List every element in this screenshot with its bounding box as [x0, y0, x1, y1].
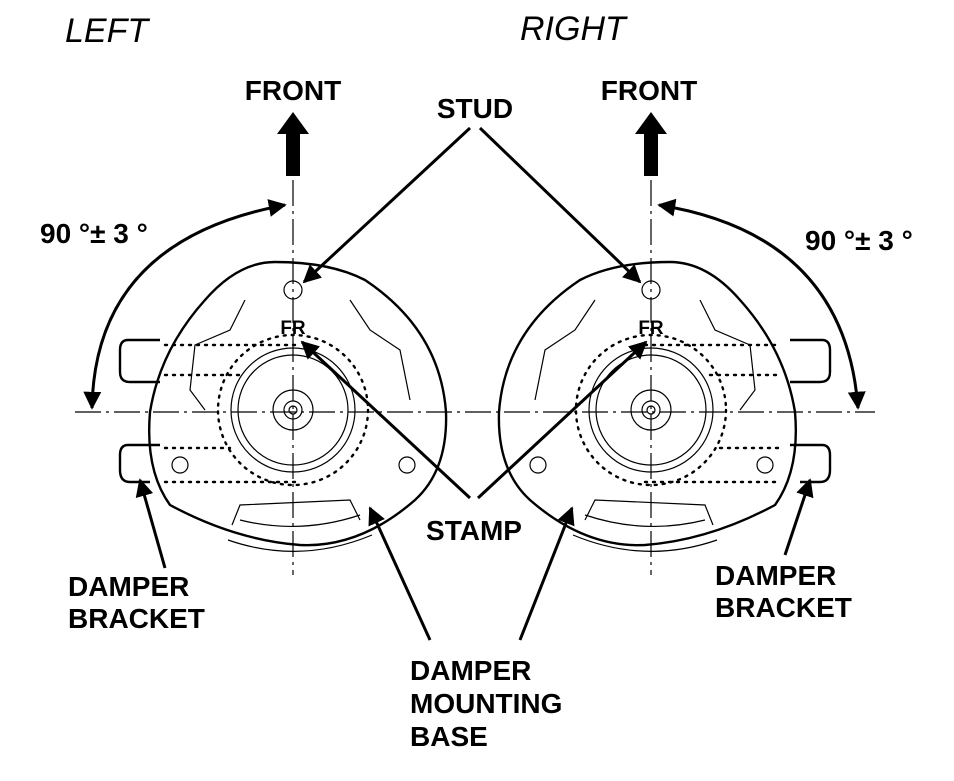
- front-label-right: FRONT: [601, 75, 697, 106]
- front-arrow-left: [277, 112, 309, 176]
- right-side-title: RIGHT: [520, 10, 628, 48]
- right-damper-mount: FR: [497, 180, 832, 575]
- front-arrow-right: [635, 112, 667, 176]
- left-side-title: LEFT: [65, 12, 150, 50]
- damper-mounting-base-label: DAMPER MOUNTING BASE: [410, 655, 570, 752]
- right-damper-bracket-lower-tab: [790, 443, 832, 484]
- left-bolt-hole-b: [398, 456, 416, 474]
- damper-bracket-label-left: DAMPER BRACKET: [68, 571, 205, 634]
- stud-label: STUD: [437, 93, 513, 124]
- front-label-left: FRONT: [245, 75, 341, 106]
- stamp-leader-left: [300, 340, 472, 500]
- right-bolt-hole-b: [756, 456, 774, 474]
- mounting-base-leader-left: [368, 506, 432, 641]
- damper-bracket-leader-left: [135, 478, 167, 569]
- stud-leader-left: [302, 126, 472, 284]
- damper-bracket-label-right: DAMPER BRACKET: [715, 560, 852, 623]
- left-bolt-hole-a: [171, 456, 189, 474]
- angle-arc-left: [83, 199, 287, 410]
- right-damper-bracket-upper-tab: [790, 338, 832, 384]
- stamp-leader-right: [476, 340, 648, 500]
- damper-bracket-leader-right: [783, 478, 814, 556]
- left-damper-mount: FR: [118, 180, 448, 575]
- angle-label-left: 90 °± 3 °: [40, 218, 148, 249]
- right-bolt-hole-a: [529, 456, 547, 474]
- stamp-label: STAMP: [426, 515, 522, 546]
- left-damper-bracket-upper-tab: [118, 338, 160, 384]
- left-fr-stamp: FR: [280, 318, 306, 339]
- left-damper-bracket-lower-tab: [118, 443, 160, 484]
- angle-label-right: 90 °± 3 °: [805, 225, 913, 256]
- angle-arc-right: [657, 198, 866, 410]
- right-fr-stamp: FR: [638, 318, 664, 339]
- stud-leader-right: [478, 126, 642, 284]
- mounting-base-leader-right: [518, 506, 575, 641]
